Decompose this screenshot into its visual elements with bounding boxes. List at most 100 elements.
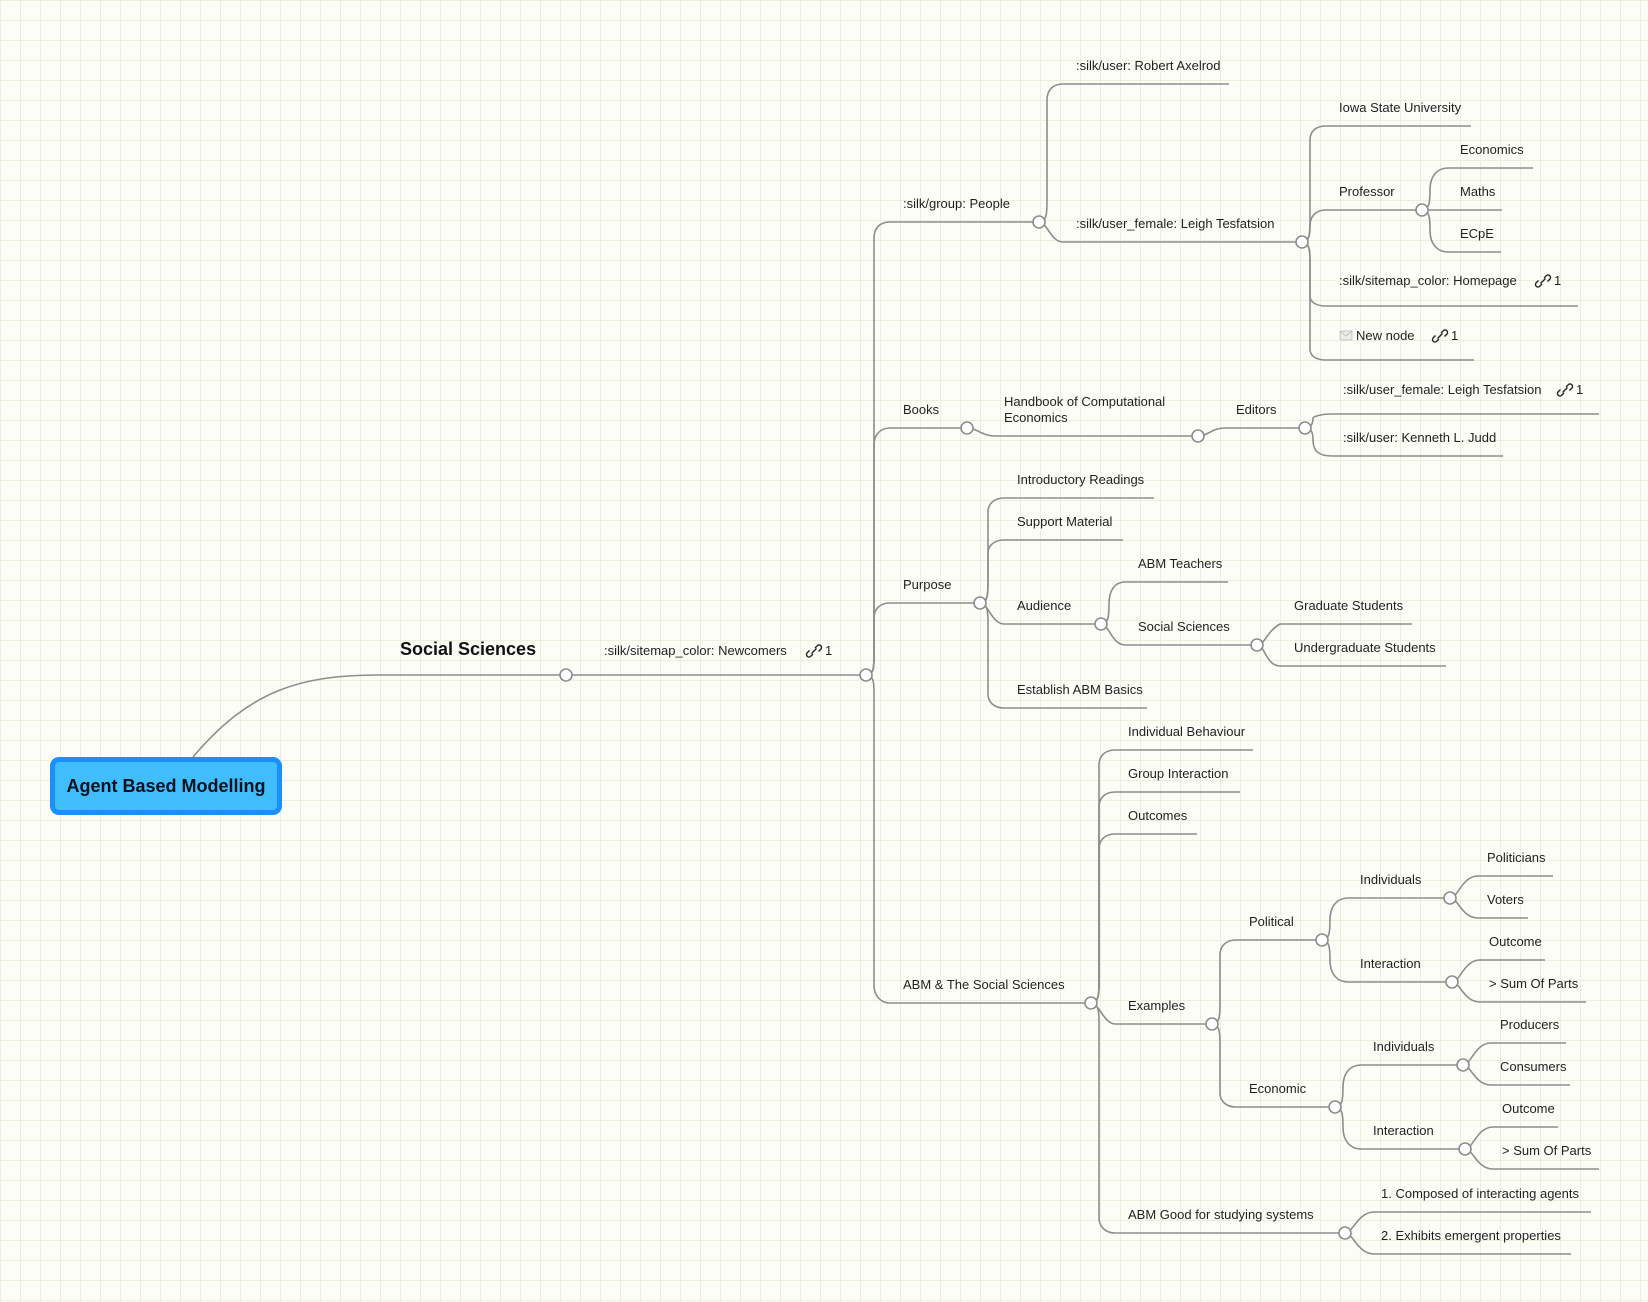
newcomers-link-count: 1 — [825, 643, 832, 658]
political-label[interactable]: Political — [1249, 914, 1294, 929]
intro-label[interactable]: Introductory Readings — [1017, 472, 1145, 487]
eco-interaction-toggle[interactable] — [1458, 1142, 1472, 1156]
connector-good — [1090, 1002, 1345, 1234]
judd-label[interactable]: :silk/user: Kenneth L. Judd — [1343, 430, 1496, 445]
examples-label[interactable]: Examples — [1128, 998, 1186, 1013]
audience-social-label[interactable]: Social Sciences — [1138, 619, 1230, 634]
link-icon[interactable] — [1431, 329, 1449, 343]
support-label[interactable]: Support Material — [1017, 514, 1112, 529]
outcomes-label[interactable]: Outcomes — [1128, 808, 1188, 823]
economic-label[interactable]: Economic — [1249, 1081, 1307, 1096]
economic-toggle[interactable] — [1328, 1100, 1342, 1114]
composed-label[interactable]: 1. Composed of interacting agents — [1381, 1186, 1580, 1201]
ecpe-label[interactable]: ECpE — [1460, 226, 1494, 241]
connector-support — [979, 539, 1123, 604]
audience-label[interactable]: Audience — [1017, 598, 1071, 613]
social-toggle[interactable] — [1250, 638, 1264, 652]
connector-axelrod — [1038, 83, 1229, 223]
root-node[interactable]: Agent Based Modelling — [50, 757, 282, 815]
handbook-toggle[interactable] — [1191, 429, 1205, 443]
abm-label[interactable]: ABM & The Social Sciences — [903, 977, 1065, 992]
connector-political — [1211, 939, 1322, 1025]
connector-individual — [1090, 749, 1253, 1004]
link-icon[interactable] — [805, 644, 823, 658]
newcomers-toggle[interactable] — [859, 668, 873, 682]
handbook-label-line1[interactable]: Handbook of Computational — [1004, 394, 1165, 409]
maths-label[interactable]: Maths — [1460, 184, 1496, 199]
connector-people — [865, 221, 1039, 676]
root-node-label: Agent Based Modelling — [66, 775, 266, 796]
people-toggle[interactable] — [1032, 215, 1046, 229]
undergrad-label[interactable]: Undergraduate Students — [1294, 640, 1436, 655]
people-label[interactable]: :silk/group: People — [903, 196, 1010, 211]
connector-eco-individuals — [1334, 1064, 1463, 1108]
connector-books — [865, 427, 967, 676]
professor-toggle[interactable] — [1415, 203, 1429, 217]
link-icon[interactable] — [1534, 274, 1552, 288]
pol-outcome-label[interactable]: Outcome — [1489, 934, 1542, 949]
tesfatsion-toggle[interactable] — [1295, 235, 1309, 249]
purpose-label[interactable]: Purpose — [903, 577, 951, 592]
individual-label[interactable]: Individual Behaviour — [1128, 724, 1246, 739]
editors-label[interactable]: Editors — [1236, 402, 1277, 417]
connector-abm — [865, 674, 1091, 1004]
social-sciences-label[interactable]: Social Sciences — [400, 639, 536, 659]
eco-outcome-label[interactable]: Outcome — [1502, 1101, 1555, 1116]
connector-teachers — [1100, 581, 1228, 625]
axelrod-label[interactable]: :silk/user: Robert Axelrod — [1076, 58, 1221, 73]
basics-label[interactable]: Establish ABM Basics — [1017, 682, 1143, 697]
voters-label[interactable]: Voters — [1487, 892, 1524, 907]
good-toggle[interactable] — [1338, 1226, 1352, 1240]
books-label[interactable]: Books — [903, 402, 940, 417]
emergent-label[interactable]: 2. Exhibits emergent properties — [1381, 1228, 1561, 1243]
connector-group — [1090, 791, 1240, 1004]
producers-label[interactable]: Producers — [1500, 1017, 1560, 1032]
group-label[interactable]: Group Interaction — [1128, 766, 1228, 781]
connector-professor — [1301, 209, 1422, 243]
pol-interaction-toggle[interactable] — [1445, 975, 1459, 989]
homepage-label[interactable]: :silk/sitemap_color: Homepage — [1339, 273, 1517, 288]
eco-individuals-label[interactable]: Individuals — [1373, 1039, 1435, 1054]
books-toggle[interactable] — [960, 421, 974, 435]
eco-interaction-label[interactable]: Interaction — [1373, 1123, 1434, 1138]
pol-individuals-toggle[interactable] — [1443, 891, 1457, 905]
professor-label[interactable]: Professor — [1339, 184, 1395, 199]
connector-purpose — [865, 602, 980, 676]
economics-label[interactable]: Economics — [1460, 142, 1524, 157]
audience-toggle[interactable] — [1094, 617, 1108, 631]
pol-interaction-label[interactable]: Interaction — [1360, 956, 1421, 971]
purpose-toggle[interactable] — [973, 596, 987, 610]
pol-sum-label[interactable]: > Sum Of Parts — [1489, 976, 1579, 991]
new-node-link-count: 1 — [1451, 328, 1458, 343]
connector-outcomes — [1090, 833, 1197, 1004]
editors-toggle[interactable] — [1298, 421, 1312, 435]
editor-tesfatsion-label[interactable]: :silk/user_female: Leigh Tesfatsion — [1343, 382, 1541, 397]
iowa-label[interactable]: Iowa State University — [1339, 100, 1462, 115]
connector-handbook — [966, 427, 1198, 437]
envelope-icon — [1339, 330, 1353, 341]
connector-pol-individuals — [1321, 897, 1450, 941]
new-node-label[interactable]: New node — [1356, 328, 1415, 343]
abm-toggle[interactable] — [1084, 996, 1098, 1010]
newcomers-label[interactable]: :silk/sitemap_color: Newcomers — [604, 643, 787, 658]
consumers-label[interactable]: Consumers — [1500, 1059, 1567, 1074]
tesfatsion-label[interactable]: :silk/user_female: Leigh Tesfatsion — [1076, 216, 1274, 231]
grad-label[interactable]: Graduate Students — [1294, 598, 1404, 613]
teachers-label[interactable]: ABM Teachers — [1138, 556, 1223, 571]
examples-toggle[interactable] — [1205, 1017, 1219, 1031]
connector-editors — [1197, 427, 1305, 437]
homepage-link-count: 1 — [1554, 273, 1561, 288]
politicians-label[interactable]: Politicians — [1487, 850, 1546, 865]
handbook-label-line2[interactable]: Economics — [1004, 410, 1068, 425]
connector-root-social-sciences — [192, 674, 566, 758]
eco-individuals-toggle[interactable] — [1456, 1058, 1470, 1072]
political-toggle[interactable] — [1315, 933, 1329, 947]
eco-sum-label[interactable]: > Sum Of Parts — [1502, 1143, 1592, 1158]
social-sciences-toggle[interactable] — [559, 668, 573, 682]
connector-editor-tesfatsion — [1304, 413, 1599, 429]
link-icon[interactable] — [1556, 383, 1574, 397]
editor-tesfatsion-link-count: 1 — [1576, 382, 1583, 397]
pol-individuals-label[interactable]: Individuals — [1360, 872, 1422, 887]
good-label[interactable]: ABM Good for studying systems — [1128, 1207, 1314, 1222]
